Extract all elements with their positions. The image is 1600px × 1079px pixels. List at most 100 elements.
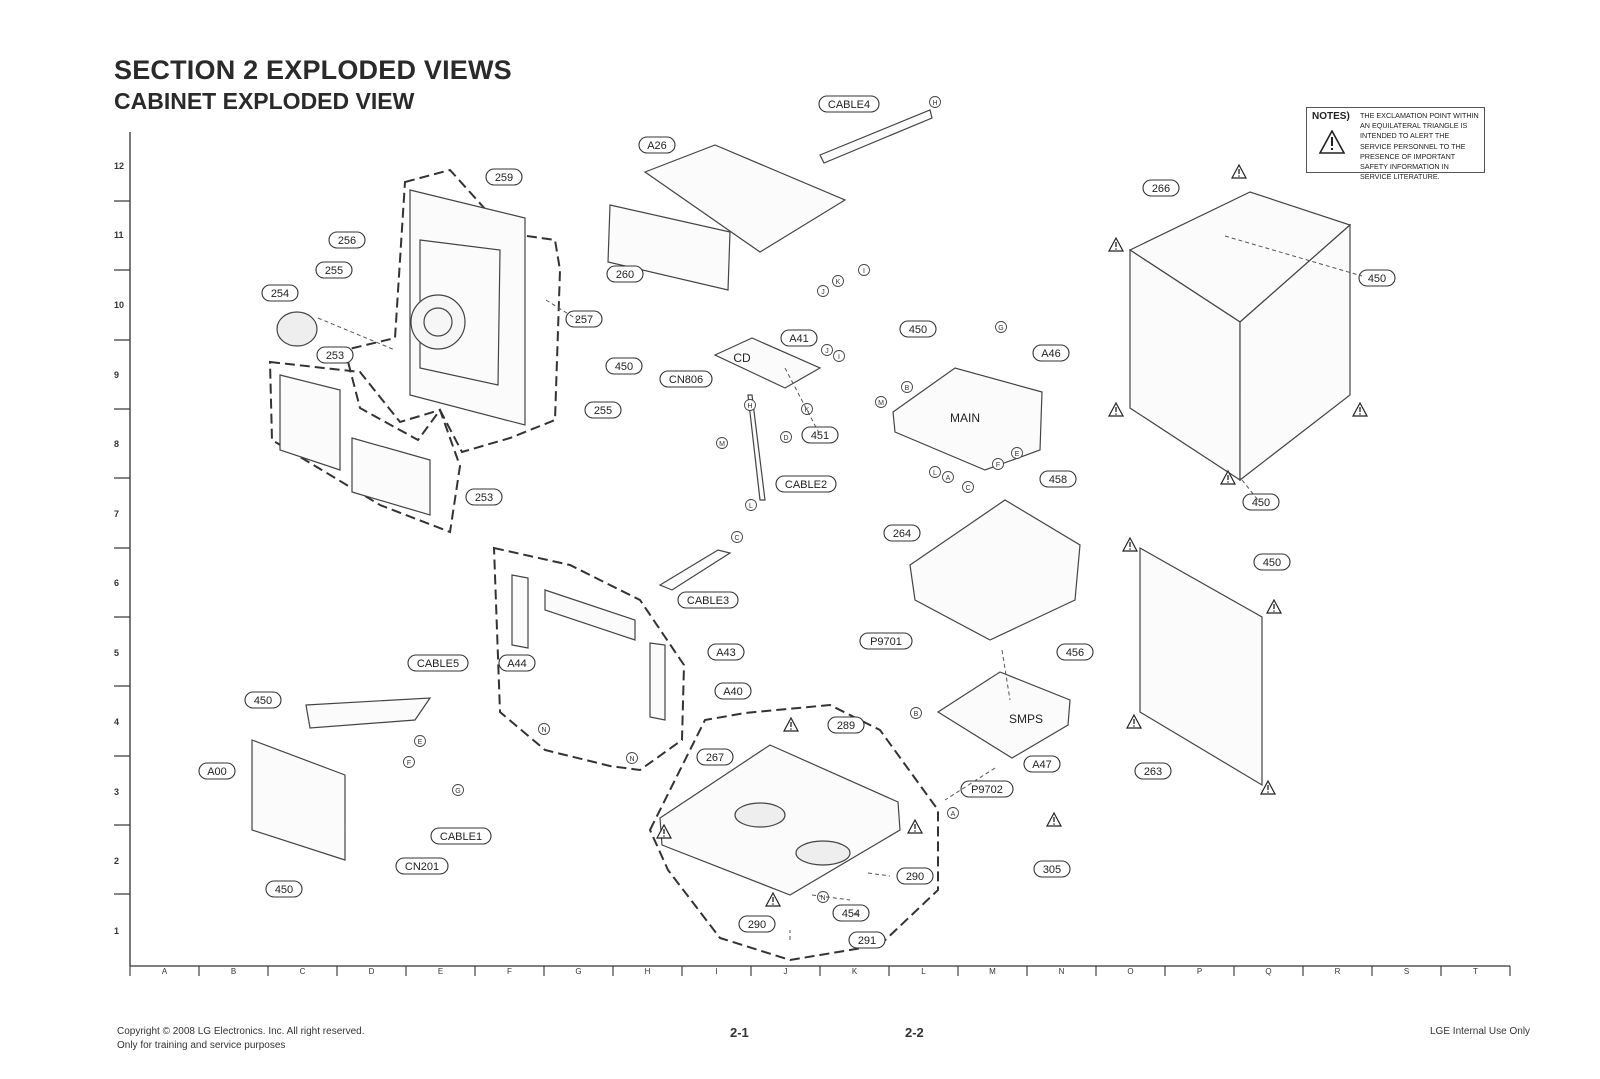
connector-marker-j: J — [821, 344, 833, 356]
grid-col-label: H — [645, 967, 651, 976]
connector-marker-g: G — [452, 784, 464, 796]
connector-letter: F — [996, 462, 1000, 469]
callout-267: 267 — [696, 748, 734, 766]
connector-marker-b: B — [910, 707, 922, 719]
callout-label: 458 — [1049, 474, 1067, 486]
leader-line — [1001, 649, 1011, 701]
callout-450: 450 — [265, 880, 303, 898]
grid-col-label: O — [1127, 967, 1133, 976]
bottom-foot-platform — [734, 802, 786, 828]
speaker-door-left — [279, 374, 341, 471]
callout-291: 291 — [848, 931, 886, 949]
callout-256: 256 — [328, 231, 366, 249]
callout-cable4: CABLE4 — [818, 95, 880, 113]
connector-letter: N — [820, 895, 825, 902]
connector-marker-j: J — [817, 285, 829, 297]
callout-smps: SMPS — [1009, 712, 1043, 726]
callout-label: CN201 — [405, 861, 439, 873]
callout-454: 454 — [832, 904, 870, 922]
callout-label: 264 — [893, 528, 911, 540]
callout-458: 458 — [1039, 470, 1077, 488]
callout-label: 450 — [1252, 497, 1270, 509]
connector-letter: A — [946, 475, 951, 482]
callout-label: 305 — [1043, 864, 1061, 876]
callout-a00: A00 — [198, 762, 236, 780]
connector-letter: G — [455, 788, 460, 795]
grid-row-label: 11 — [114, 230, 124, 240]
callout-label: 259 — [495, 172, 513, 184]
callout-451: 451 — [801, 426, 839, 444]
callout-a44: A44 — [498, 654, 536, 672]
leader-line — [851, 912, 859, 915]
callout-255: 255 — [584, 401, 622, 419]
connector-letter: J — [821, 289, 825, 296]
front-board-right — [649, 642, 666, 721]
connector-letter: H — [932, 100, 937, 107]
connector-letter: K — [805, 407, 810, 414]
callout-cable5: CABLE5 — [407, 654, 469, 672]
grid-row-label: 2 — [114, 856, 119, 866]
cable4-flat — [819, 109, 933, 164]
callout-456: 456 — [1056, 643, 1094, 661]
callout-a40: A40 — [714, 682, 752, 700]
cable2-flat — [747, 394, 766, 501]
callout-label: 290 — [748, 919, 766, 931]
warning-triangle-icon — [906, 818, 924, 834]
connector-marker-b: B — [901, 381, 913, 393]
grid-row-label: 1 — [114, 926, 119, 936]
connector-letter: L — [749, 503, 753, 510]
callout-label: A41 — [789, 333, 809, 345]
grid-col-label: P — [1197, 967, 1202, 976]
notes-text: THE EXCLAMATION POINT WITHIN AN EQUILATE… — [1360, 111, 1479, 182]
connector-letter: E — [1015, 451, 1020, 458]
internal-use-text: LGE Internal Use Only — [1430, 1026, 1531, 1037]
leader-line — [867, 872, 891, 877]
cd-board — [713, 337, 822, 389]
callout-253: 253 — [465, 488, 503, 506]
connector-marker-n: N — [626, 752, 638, 764]
callout-254: 254 — [261, 284, 299, 302]
callout-label: CABLE4 — [828, 99, 870, 111]
callout-a46: A46 — [1032, 344, 1070, 362]
grid-col-label: Q — [1265, 967, 1271, 976]
callout-450: 450 — [899, 320, 937, 338]
callout-263: 263 — [1134, 762, 1172, 780]
warning-triangle-icon — [1230, 163, 1248, 179]
connector-marker-n: N — [538, 723, 550, 735]
callout-label: CABLE2 — [785, 479, 827, 491]
connector-marker-h: H — [929, 96, 941, 108]
grid-row-label: 5 — [114, 648, 119, 658]
grid-row-label: 10 — [114, 300, 124, 310]
callout-290: 290 — [738, 915, 776, 933]
leader-line — [784, 367, 820, 434]
callout-450: 450 — [244, 691, 282, 709]
callout-253: 253 — [316, 346, 354, 364]
callout-label: 256 — [338, 235, 356, 247]
connector-marker-g: G — [995, 321, 1007, 333]
callout-label: 260 — [616, 269, 634, 281]
connector-letter: I — [838, 354, 840, 361]
connector-letter: N — [541, 727, 546, 734]
grid-col-label: E — [438, 967, 443, 976]
page-title: SECTION 2 EXPLODED VIEWS — [114, 55, 512, 85]
callout-cd: CD — [733, 351, 751, 365]
warning-triangle-icon — [1319, 130, 1345, 154]
cabinet-right-side — [1239, 223, 1351, 482]
callout-label: 257 — [575, 314, 593, 326]
callout-305: 305 — [1033, 860, 1071, 878]
grid-col-label: L — [921, 967, 926, 976]
callout-label: SMPS — [1009, 712, 1043, 726]
grid-row-label: 3 — [114, 787, 119, 797]
callout-450: 450 — [605, 357, 643, 375]
connector-marker-a: A — [942, 471, 954, 483]
cable5-flat — [305, 697, 432, 729]
callout-label: A40 — [723, 686, 743, 698]
grid-col-label: I — [715, 967, 717, 976]
grid-row-label: 6 — [114, 578, 119, 588]
callout-label: 450 — [254, 695, 272, 707]
warning-triangle-icon — [1107, 236, 1125, 252]
grid-col-label: K — [852, 967, 858, 976]
leader-line — [545, 299, 579, 321]
connector-letter: H — [747, 403, 752, 410]
